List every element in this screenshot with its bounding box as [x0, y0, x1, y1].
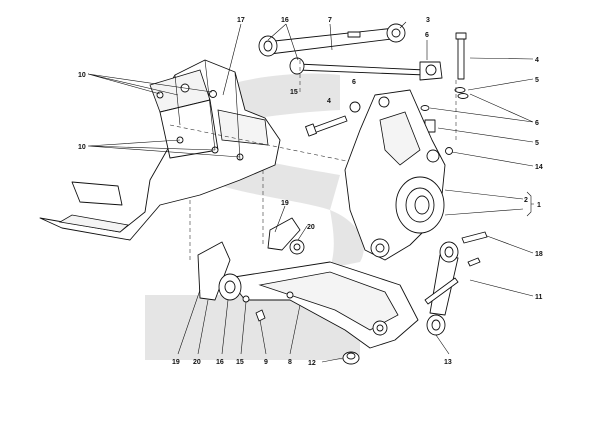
- callout-15: 15: [236, 359, 244, 366]
- upper-link-7: [258, 23, 406, 57]
- callout-18: 18: [535, 251, 543, 258]
- callout-6: 6: [352, 79, 356, 86]
- callout-14: 14: [535, 164, 543, 171]
- callout-16: 16: [216, 359, 224, 366]
- bolt-4-middle: [305, 115, 348, 137]
- callout-4: 4: [327, 98, 331, 105]
- washers: [349, 87, 469, 133]
- callout-12: 12: [308, 360, 316, 367]
- callout-3: 3: [426, 17, 430, 24]
- callout-20: 20: [307, 224, 315, 231]
- nut-12: [342, 351, 360, 365]
- callout-1: 1: [537, 202, 541, 209]
- callout-6: 6: [425, 32, 429, 39]
- callout-9: 9: [264, 359, 268, 366]
- callout-7: 7: [328, 17, 332, 24]
- callouts: 17 16 7 3 6 4 5 10 15 4 6 6 5 10 14 2 1 …: [78, 17, 543, 367]
- callout-19: 19: [172, 359, 180, 366]
- bracket-19-20-lower: [197, 241, 266, 322]
- callout-10: 10: [78, 144, 86, 151]
- callout-5: 5: [535, 77, 539, 84]
- leader-lines: [87, 21, 534, 363]
- callout-5: 5: [535, 140, 539, 147]
- vertical-link-13: [424, 231, 488, 336]
- callout-17: 17: [237, 17, 245, 24]
- toe-link: [289, 57, 443, 81]
- callout-8: 8: [288, 359, 292, 366]
- subframe: [39, 59, 281, 241]
- callout-6: 6: [535, 120, 539, 127]
- callout-20: 20: [193, 359, 201, 366]
- bolt-4: [455, 32, 467, 80]
- hub-carrier: [344, 89, 453, 261]
- callout-15: 15: [290, 89, 298, 96]
- bracket-19-20-upper: [267, 217, 305, 255]
- callout-19: 19: [281, 200, 289, 207]
- callout-11: 11: [535, 294, 543, 301]
- callout-16: 16: [281, 17, 289, 24]
- lower-wishbone-8: [227, 261, 419, 349]
- callout-10: 10: [78, 72, 86, 79]
- callout-4: 4: [535, 57, 539, 64]
- callout-2: 2: [524, 197, 528, 204]
- callout-13: 13: [444, 359, 452, 366]
